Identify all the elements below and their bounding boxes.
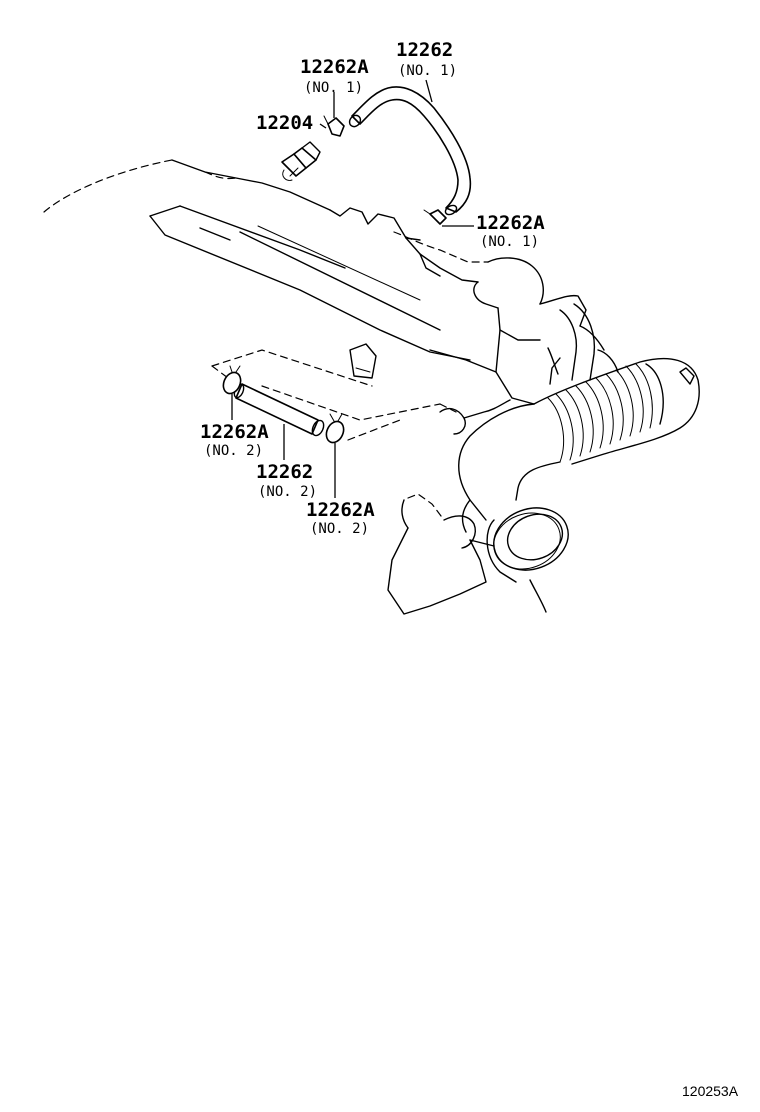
part-number-12204: 12204: [256, 112, 313, 134]
air-intake-hose: [458, 357, 700, 533]
hose-no1: [348, 86, 472, 216]
label-hose-no2: 12262 (NO. 2): [256, 461, 317, 500]
part-number-12262-no2: 12262: [256, 461, 313, 483]
part-sub-no1-top: (NO. 1): [304, 80, 363, 96]
part-sub-no2-right: (NO. 2): [310, 521, 369, 537]
engine-outline: [43, 159, 605, 441]
label-pcv-valve: 12204: [256, 112, 313, 134]
clip-no1-top: [323, 115, 345, 137]
part-number-12262A-no2-right: 12262A: [306, 499, 375, 521]
clip-no2-right: [325, 413, 345, 444]
part-sub-no2-left: (NO. 2): [204, 443, 263, 459]
part-number-12262-no1: 12262: [396, 39, 453, 61]
bracket: [387, 493, 495, 615]
diagram-reference-code: 120253A: [682, 1083, 739, 1099]
part-sub-no1: (NO. 1): [398, 63, 457, 79]
clip-no1-right: [423, 209, 447, 225]
hose-no2: [233, 383, 325, 437]
breather-lines: [549, 303, 619, 385]
part-number-12262A-no1-right: 12262A: [476, 212, 545, 234]
label-clip-no2-left: 12262A (NO. 2): [200, 421, 269, 459]
label-clip-no1-top: 12262A (NO. 1): [300, 56, 369, 96]
part-sub-no1-right: (NO. 1): [480, 234, 539, 250]
part-number-12262A-no2-left: 12262A: [200, 421, 269, 443]
part-sub-no2: (NO. 2): [258, 484, 317, 500]
leader-lines: [231, 79, 474, 498]
part-number-12262A-no1-top: 12262A: [300, 56, 369, 78]
label-clip-no2-right: 12262A (NO. 2): [306, 499, 375, 537]
throttle-inlet-ring: [486, 507, 569, 613]
pcv-valve: [281, 141, 321, 181]
clip-no2-left: [222, 365, 242, 395]
label-clip-no1-right: 12262A (NO. 1): [476, 212, 545, 250]
label-hose-no1: 12262 (NO. 1): [396, 39, 457, 79]
